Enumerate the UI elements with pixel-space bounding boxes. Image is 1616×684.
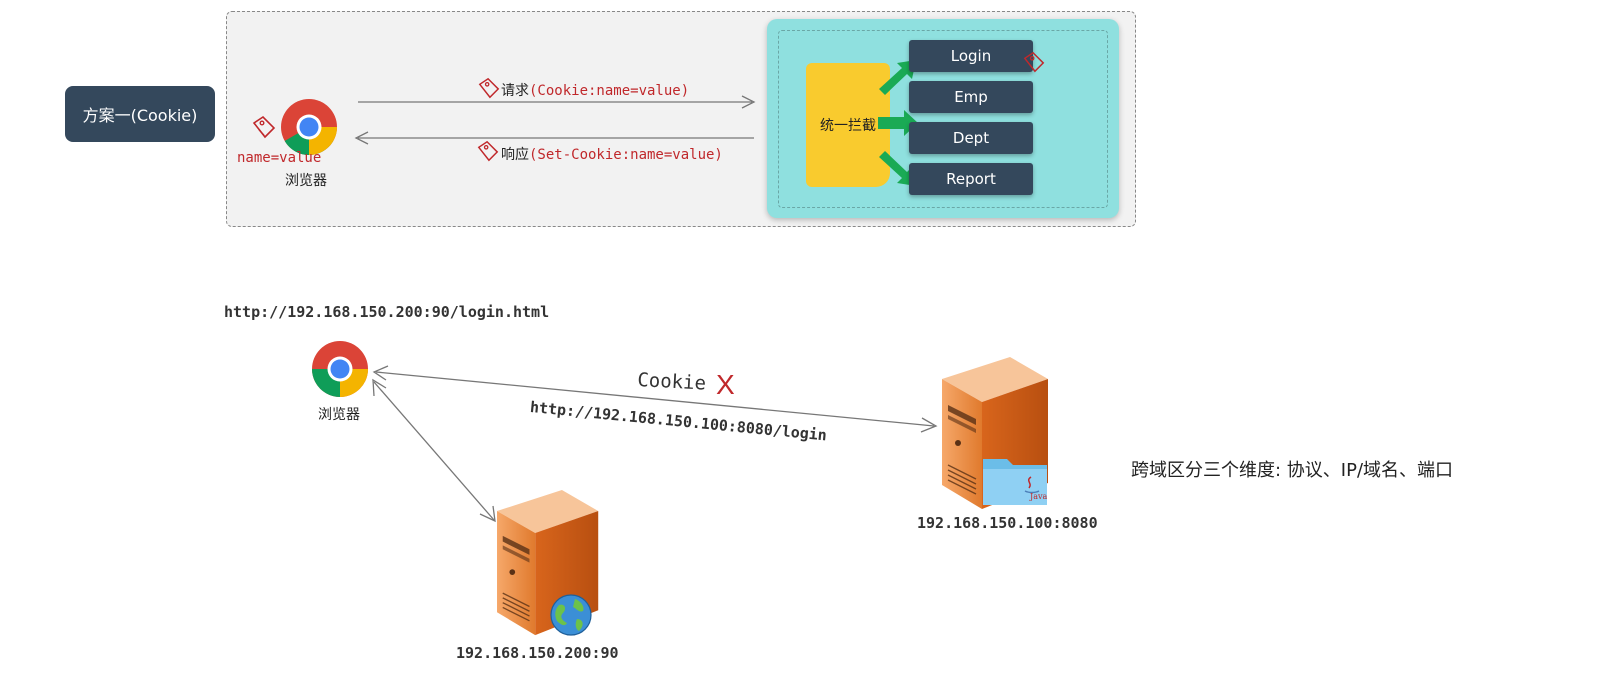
endpoint-emp: Emp xyxy=(909,81,1033,113)
tag-icon xyxy=(252,115,276,139)
endpoint-login: Login xyxy=(909,40,1033,72)
request-label: 请求(Cookie:name=value) xyxy=(501,80,689,100)
chrome-browser-icon xyxy=(281,99,337,155)
interceptor-block: 统一拦截 xyxy=(806,63,890,187)
endpoint-dept-label: Dept xyxy=(952,129,990,147)
browser-label: 浏览器 xyxy=(285,173,327,189)
request-tag-icon xyxy=(478,77,500,99)
response-prefix: 响应 xyxy=(501,147,529,163)
cross-origin-arrows xyxy=(372,365,938,523)
request-detail: (Cookie:name=value) xyxy=(529,83,690,99)
request-response-arrows xyxy=(354,95,756,145)
page-url-label: http://192.168.150.200:90/login.html xyxy=(224,303,550,321)
endpoint-emp-label: Emp xyxy=(954,88,988,106)
plan-label: 方案一(Cookie) xyxy=(82,106,198,125)
cookie-value-label: name=value xyxy=(237,150,322,166)
frontend-ip-label: 192.168.150.200:90 xyxy=(456,644,619,662)
java-label: Java xyxy=(1030,492,1048,501)
response-detail: (Set-Cookie:name=value) xyxy=(529,147,723,163)
response-label: 响应(Set-Cookie:name=value) xyxy=(501,144,723,164)
interceptor-label: 统一拦截 xyxy=(820,118,876,134)
endpoint-login-label: Login xyxy=(950,47,992,65)
request-prefix: 请求 xyxy=(501,83,529,99)
endpoint-report-label: Report xyxy=(946,170,996,188)
endpoint-dept: Dept xyxy=(909,122,1033,154)
chrome-browser-icon-bottom xyxy=(312,341,368,397)
plan-badge: 方案一(Cookie) xyxy=(65,86,215,142)
dispatch-arrows xyxy=(878,60,918,186)
response-tag-icon xyxy=(477,140,499,162)
browser-label-bottom: 浏览器 xyxy=(318,407,360,423)
java-folder-icon xyxy=(983,459,1047,505)
endpoint-report: Report xyxy=(909,163,1033,195)
server-inner-frame xyxy=(778,30,1108,208)
cors-note: 跨域区分三个维度: 协议、IP/域名、端口 xyxy=(1131,460,1454,481)
cookie-label: Cookie xyxy=(636,369,707,395)
globe-icon xyxy=(550,594,592,636)
login-tag-icon xyxy=(1023,51,1045,73)
backend-ip-label: 192.168.150.100:8080 xyxy=(917,514,1098,532)
blocked-mark: X xyxy=(716,369,735,400)
